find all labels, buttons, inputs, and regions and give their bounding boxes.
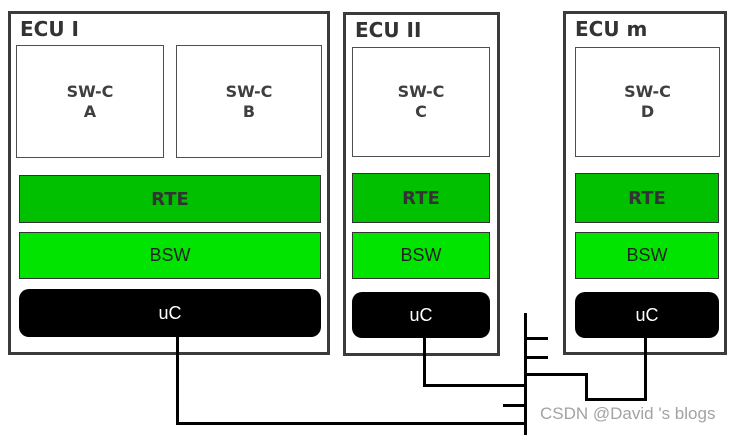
ecu2-uc-connector-horizontal	[423, 384, 527, 387]
ecu3-connector-step-vertical	[585, 373, 588, 401]
ecu1-bsw-box: BSW	[19, 232, 321, 279]
bus-stub-left	[503, 404, 525, 407]
watermark-text: CSDN @David 's blogs	[540, 404, 716, 423]
ecu1-rte-box: RTE	[19, 175, 321, 223]
ecu3-uc-box: uC	[575, 292, 719, 338]
ecu2-uc-box: uC	[352, 292, 490, 338]
bus-stub-right-2	[526, 356, 548, 359]
ecu1-swc-a-box: SW-C A	[16, 45, 164, 158]
swc-c-label-line1: SW-C	[397, 82, 445, 101]
ecu3-rte-box: RTE	[575, 173, 719, 223]
ecu3-connector-step-horizontal	[585, 398, 647, 401]
ecu3-connector-segment-from-bus	[526, 373, 588, 376]
bus-line-vertical	[524, 313, 527, 435]
ecu2-frame: ECU II SW-C C RTE BSW uC	[343, 12, 500, 356]
swc-d-label-line1: SW-C	[624, 82, 671, 101]
swc-c-label-line2: C	[415, 102, 427, 121]
ecu1-uc-box: uC	[19, 289, 321, 337]
swc-a-label-line1: SW-C	[66, 81, 114, 101]
ecu2-title: ECU II	[355, 18, 422, 42]
ecu1-frame: ECU I SW-C A SW-C B RTE BSW uC	[8, 11, 330, 355]
swc-b-label-line1: SW-C	[225, 81, 273, 101]
ecu2-swc-c-box: SW-C C	[352, 47, 490, 157]
ecu3-frame: ECU m SW-C D RTE BSW uC	[563, 11, 727, 355]
ecu2-uc-connector-vertical	[423, 338, 426, 387]
bus-stub-right-1	[526, 337, 548, 340]
ecu3-bsw-box: BSW	[575, 232, 719, 279]
ecu1-title: ECU I	[20, 17, 79, 41]
swc-d-label-line2: D	[640, 102, 655, 121]
ecu3-title: ECU m	[575, 17, 648, 41]
ecu1-uc-connector-horizontal	[176, 422, 527, 425]
ecu1-swc-b-box: SW-C B	[176, 45, 322, 158]
swc-a-label-line2: A	[83, 101, 97, 121]
ecu2-bsw-box: BSW	[352, 232, 490, 279]
ecu3-swc-d-box: SW-C D	[575, 47, 720, 157]
swc-b-label-line2: B	[242, 101, 256, 121]
ecu3-uc-connector-vertical	[644, 338, 647, 401]
ecu1-uc-connector-vertical	[176, 337, 179, 425]
ecu2-rte-box: RTE	[352, 173, 490, 223]
